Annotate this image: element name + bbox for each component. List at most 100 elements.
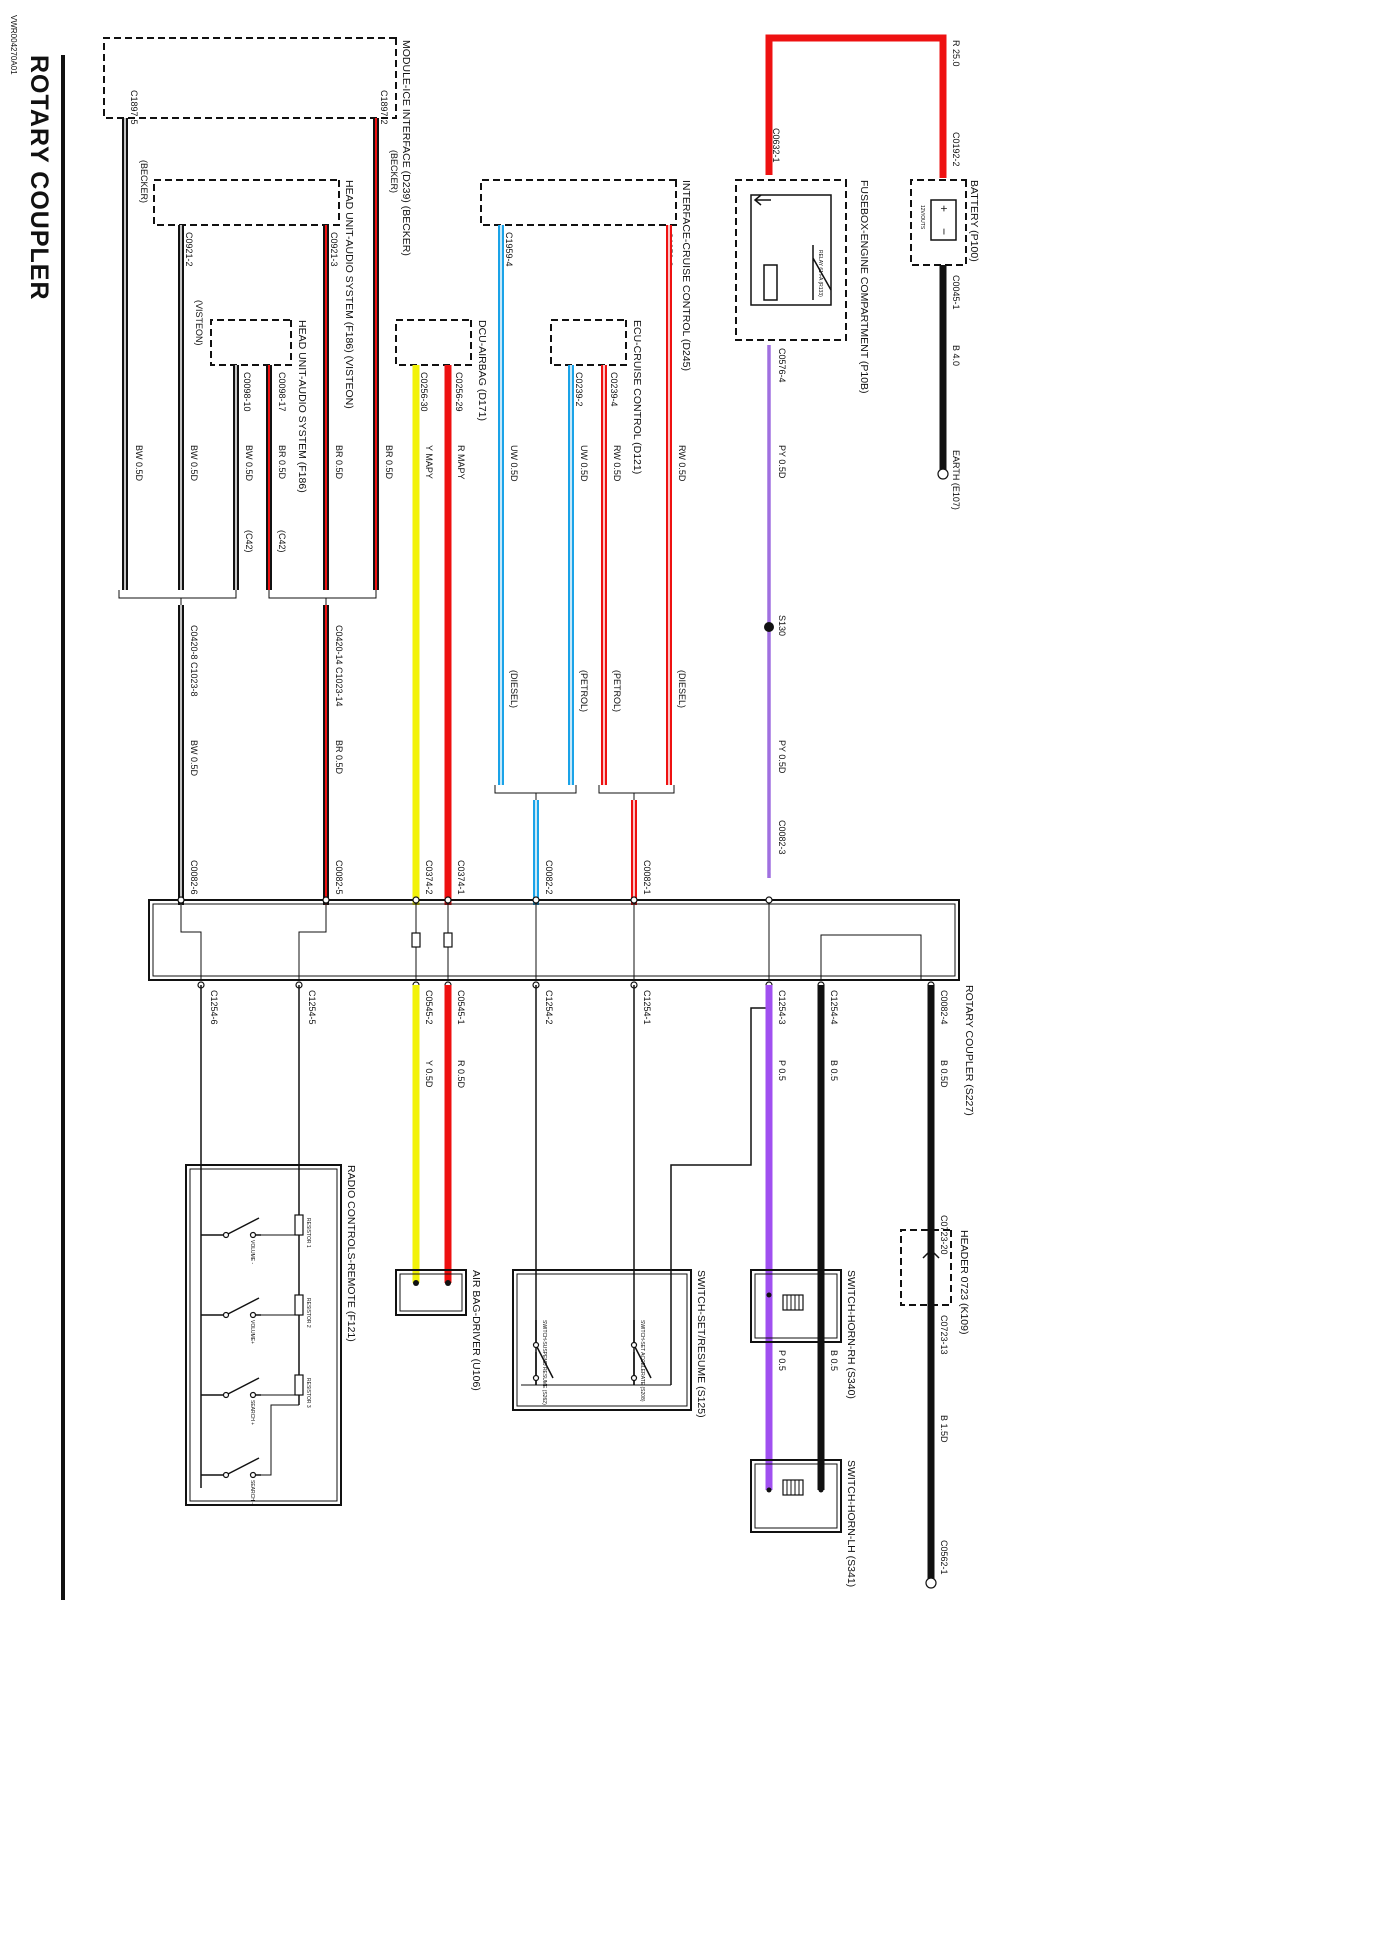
label-p05b: P 0.5 bbox=[777, 1350, 787, 1371]
label-c0723-13: C0723-13 bbox=[939, 1315, 949, 1355]
label-becker-b: (BECKER) bbox=[389, 150, 399, 193]
relay-switch bbox=[812, 245, 832, 300]
drawing-ref: VWR004270A01 bbox=[9, 15, 18, 75]
label-p05a: P 0.5 bbox=[777, 1060, 787, 1081]
label-c1959-4: C1959-4 bbox=[504, 232, 514, 267]
rotary-coupler-name: ROTARY COUPLER (S227) bbox=[963, 985, 975, 1116]
switch-horn-rh-name: SWITCH-HORN-RH (S340) bbox=[845, 1270, 857, 1399]
label-c0921-3: C0921-3 bbox=[329, 232, 339, 267]
label-c42b: (C42) bbox=[277, 530, 287, 553]
radio-resistor-3-label: RESISTOR 3 bbox=[305, 1378, 311, 1408]
label-c0082-3: C0082-3 bbox=[777, 820, 787, 855]
label-diesel2: (DIESEL) bbox=[677, 670, 687, 708]
label-c0420-14: C0420-14 C1023-14 bbox=[334, 625, 344, 707]
label-c0239-2: C0239-2 bbox=[574, 372, 584, 407]
module-ice-name: MODULE-ICE INTERFACE (D239) (BECKER) bbox=[400, 40, 412, 256]
battery-minus: − bbox=[937, 228, 951, 235]
ecu-cruise-name: ECU-CRUISE CONTROL (D121) bbox=[631, 320, 643, 474]
label-bw4: BW 0.5D bbox=[189, 740, 199, 777]
fusebox-arrow bbox=[753, 194, 771, 206]
label-petrol1: (PETROL) bbox=[579, 670, 589, 712]
internal-link-br bbox=[298, 900, 327, 980]
radio-ladder-verticals bbox=[261, 1234, 299, 1476]
ecu-cruise-outline bbox=[550, 319, 627, 366]
label-br1: BR 0.5D bbox=[384, 445, 394, 480]
earth-terminal-2 bbox=[925, 1577, 937, 1589]
brace-br bbox=[268, 590, 377, 605]
airbag-driver-name: AIR BAG-DRIVER (U106) bbox=[470, 1270, 482, 1391]
label-c1254-1: C1254-1 bbox=[642, 990, 652, 1025]
radio-switch-search-plus: SEARCH + bbox=[201, 1377, 261, 1425]
label-diesel1: (DIESEL) bbox=[509, 670, 519, 708]
label-ymapy: Y MAPY bbox=[424, 445, 434, 479]
label-c0082-2: C0082-2 bbox=[544, 860, 554, 895]
radio-resistor-2-label: RESISTOR 2 bbox=[305, 1298, 311, 1328]
radio-controls-outline bbox=[185, 1164, 342, 1506]
radio-resistor-1: RESISTOR 1 bbox=[294, 1214, 311, 1248]
label-c0545-1: C0545-1 bbox=[456, 990, 466, 1025]
switch-horn-lh-inner bbox=[754, 1463, 838, 1529]
label-c0082-1: C0082-1 bbox=[642, 860, 652, 895]
term-c0082-3 bbox=[765, 896, 773, 904]
page-title: ROTARY COUPLER bbox=[25, 55, 53, 301]
brace-rw bbox=[598, 785, 675, 800]
label-c0256-29: C0256-29 bbox=[454, 372, 464, 412]
switch-set-resume-name: SWITCH-SET/RESUME (S125) bbox=[695, 1270, 707, 1418]
term-c0082-5 bbox=[322, 896, 330, 904]
label-c0576-4: C0576-4 bbox=[777, 348, 787, 383]
radio-switch-volume-minus: VOLUME - bbox=[201, 1217, 261, 1265]
label-c1254-4: C1254-4 bbox=[829, 990, 839, 1025]
label-uw1: UW 0.5D bbox=[509, 445, 519, 482]
label-c0374-2: C0374-2 bbox=[424, 860, 434, 895]
dcu-airbag-outline bbox=[395, 319, 472, 366]
wire-red-battery-feed bbox=[765, 34, 947, 178]
label-rmapy: R MAPY bbox=[456, 445, 466, 480]
battery-plus: + bbox=[937, 205, 951, 212]
label-uw2: UW 0.5D bbox=[579, 445, 589, 482]
earth-terminal bbox=[937, 468, 949, 480]
label-c0239-4: C0239-4 bbox=[609, 372, 619, 407]
label-c0420-8: C0420-8 C1023-8 bbox=[189, 625, 199, 697]
label-c0082-6: C0082-6 bbox=[189, 860, 199, 895]
label-c1254-2: C1254-2 bbox=[544, 990, 554, 1025]
label-bw1: BW 0.5D bbox=[134, 445, 144, 482]
switch-set-resume-inner bbox=[516, 1273, 688, 1407]
label-py050a: PY 0.5D bbox=[777, 445, 787, 479]
splice-s130 bbox=[764, 622, 774, 632]
horn-rh-symbol bbox=[766, 1292, 824, 1311]
head-unit-2-outline bbox=[210, 319, 292, 366]
label-c0098-10: C0098-10 bbox=[242, 372, 252, 412]
label-rw2: RW 0.5D bbox=[612, 445, 622, 482]
label-py050b: PY 0.5D bbox=[777, 740, 787, 774]
label-c0082-4: C0082-4 bbox=[939, 990, 949, 1025]
label-bw2: BW 0.5D bbox=[189, 445, 199, 482]
label-c0723-20: C0723-20 bbox=[939, 1215, 949, 1255]
term-c0082-6 bbox=[177, 896, 185, 904]
label-c1897-2: C1897-2 bbox=[379, 90, 389, 125]
label-b40: B 4.0 bbox=[951, 345, 961, 366]
rotary-coupler-body bbox=[148, 899, 960, 981]
label-c0045-1: C0045-1 bbox=[951, 275, 961, 310]
label-c42a: (C42) bbox=[244, 530, 254, 553]
label-b05d: B 0.5D bbox=[939, 1060, 949, 1088]
label-c0374-1: C0374-1 bbox=[456, 860, 466, 895]
horn-lh-symbol bbox=[766, 1479, 824, 1496]
label-br4: BR 0.5D bbox=[334, 740, 344, 775]
switch-suspend-resume-label: SWITCH-SUSPEND RESUME (S262) bbox=[541, 1320, 547, 1405]
radio-resistor-1-label: RESISTOR 1 bbox=[305, 1218, 311, 1248]
label-c0632-1: C0632-1 bbox=[771, 128, 781, 163]
radio-switch-volume-minus-label: VOLUME - bbox=[249, 1240, 255, 1265]
label-rw1: RW 0.5D bbox=[677, 445, 687, 482]
fusebox-name: FUSEBOX-ENGINE COMPARTMENT (P10B) bbox=[858, 180, 870, 394]
label-b05a: B 0.5 bbox=[829, 1060, 839, 1081]
label-c1897-5: C1897-5 bbox=[129, 90, 139, 125]
radio-resistor-3: RESISTOR 3 bbox=[294, 1374, 311, 1408]
label-c1254-6: C1254-6 bbox=[209, 990, 219, 1025]
battery-symbol bbox=[930, 199, 957, 241]
battery-outline bbox=[910, 179, 967, 266]
dcu-airbag-name: DCU-AIRBAG (D171) bbox=[476, 320, 488, 421]
radio-switch-volume-plus: VOLUME+ bbox=[201, 1297, 261, 1344]
relay-box bbox=[750, 194, 832, 306]
label-c1254-3: C1254-3 bbox=[777, 990, 787, 1025]
radio-switch-search-minus: SEARCH - bbox=[201, 1457, 261, 1504]
